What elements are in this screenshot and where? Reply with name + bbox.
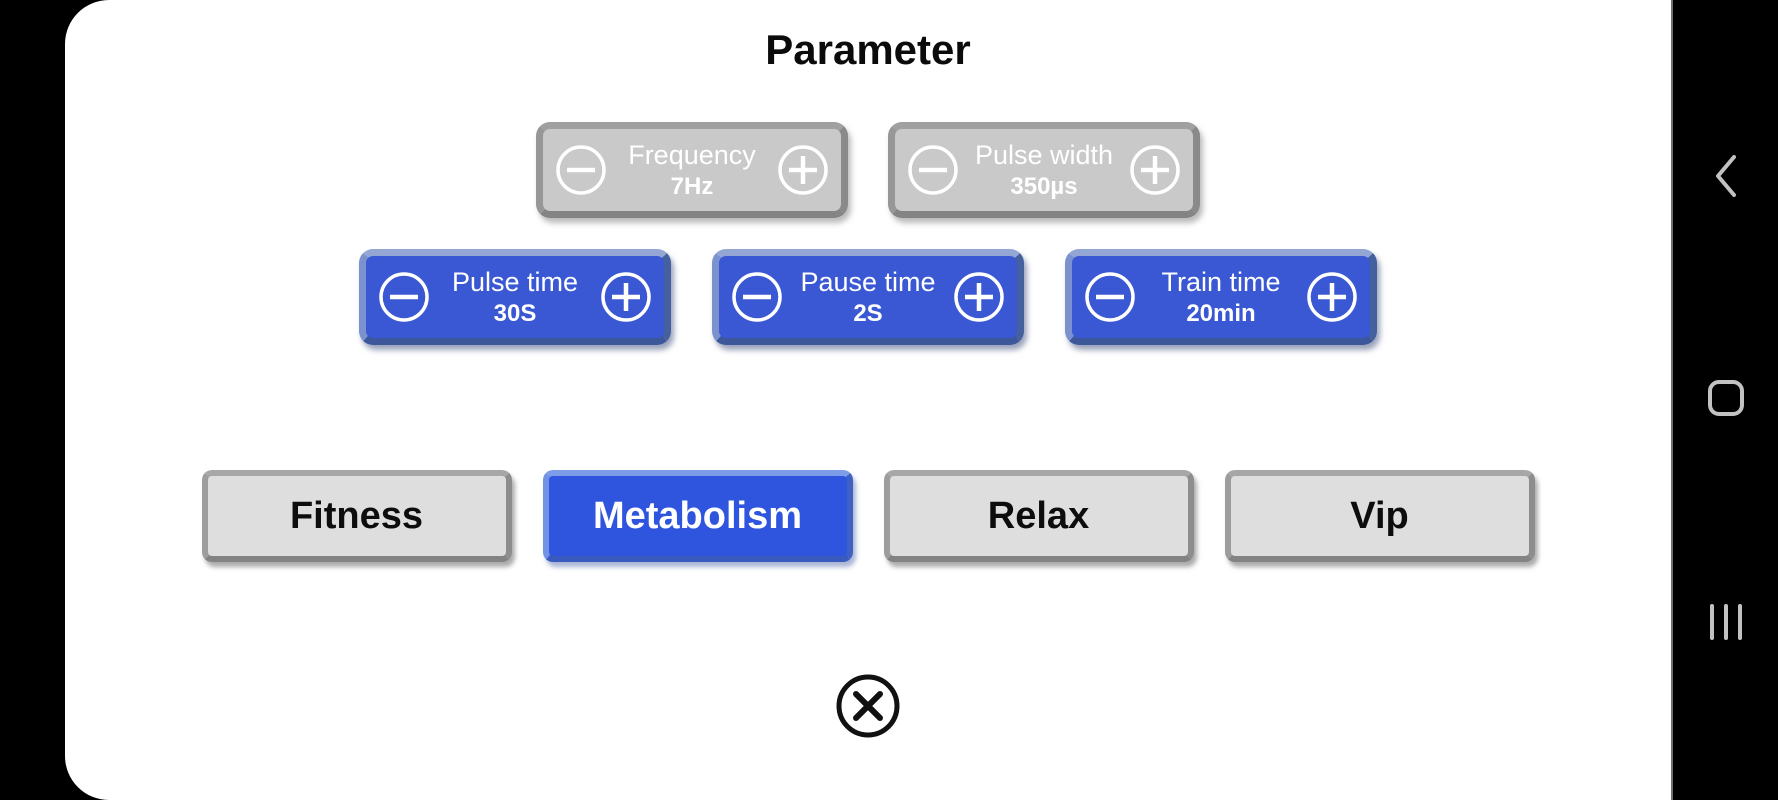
close-icon bbox=[834, 674, 902, 743]
stepper-text: Pause time 2S bbox=[783, 268, 953, 326]
stepper-text: Pulse time 30S bbox=[430, 268, 600, 326]
minus-icon bbox=[907, 144, 959, 196]
stepper-label: Frequency bbox=[628, 140, 756, 170]
mode-button-vip[interactable]: Vip bbox=[1224, 470, 1535, 562]
train-time-stepper: Train time 20min bbox=[1065, 249, 1377, 345]
back-icon bbox=[1714, 155, 1738, 202]
stepper-label: Pulse width bbox=[974, 140, 1114, 170]
recents-button[interactable] bbox=[1709, 604, 1742, 640]
close-button[interactable] bbox=[834, 672, 902, 740]
frequency-plus-button[interactable] bbox=[777, 144, 829, 196]
frequency-stepper: Frequency 7Hz bbox=[536, 122, 848, 218]
stepper-text: Frequency 7Hz bbox=[607, 141, 777, 199]
home-button[interactable] bbox=[1707, 380, 1744, 416]
pulse-width-minus-button[interactable] bbox=[907, 144, 959, 196]
back-button[interactable] bbox=[1714, 153, 1738, 202]
stepper-label: Pulse time bbox=[451, 267, 579, 297]
stepper-value: 350µs bbox=[1010, 173, 1078, 200]
plus-icon bbox=[1129, 144, 1181, 196]
mode-button-fitness[interactable]: Fitness bbox=[201, 470, 512, 562]
stepper-value: 30S bbox=[493, 300, 537, 327]
parameter-dialog: Parameter Frequency 7Hz bbox=[65, 0, 1671, 800]
pulse-time-plus-button[interactable] bbox=[600, 271, 652, 323]
stepper-value: 7Hz bbox=[670, 173, 714, 200]
android-nav-bar bbox=[1671, 0, 1778, 800]
page-title: Parameter bbox=[765, 26, 971, 73]
active-parameter-row: Pulse time 30S Pause time 2S bbox=[65, 249, 1671, 345]
pulse-width-stepper: Pulse width 350µs bbox=[888, 122, 1200, 218]
pause-time-minus-button[interactable] bbox=[731, 271, 783, 323]
stepper-text: Train time 20min bbox=[1136, 268, 1306, 326]
train-time-minus-button[interactable] bbox=[1084, 271, 1136, 323]
stepper-label: Train time bbox=[1161, 267, 1281, 297]
stepper-value: 2S bbox=[853, 300, 883, 327]
pause-time-stepper: Pause time 2S bbox=[712, 249, 1024, 345]
minus-icon bbox=[378, 271, 430, 323]
minus-icon bbox=[555, 144, 607, 196]
recents-icon bbox=[1709, 604, 1742, 640]
plus-icon bbox=[1306, 271, 1358, 323]
home-icon bbox=[1707, 380, 1744, 416]
plus-icon bbox=[777, 144, 829, 196]
plus-icon bbox=[953, 271, 1005, 323]
frequency-minus-button[interactable] bbox=[555, 144, 607, 196]
mode-button-metabolism[interactable]: Metabolism bbox=[542, 470, 853, 562]
pulse-time-stepper: Pulse time 30S bbox=[359, 249, 671, 345]
pause-time-plus-button[interactable] bbox=[953, 271, 1005, 323]
pulse-width-plus-button[interactable] bbox=[1129, 144, 1181, 196]
stepper-label: Pause time bbox=[800, 267, 936, 297]
stepper-value: 20min bbox=[1186, 300, 1256, 327]
plus-icon bbox=[600, 271, 652, 323]
minus-icon bbox=[1084, 271, 1136, 323]
pulse-time-minus-button[interactable] bbox=[378, 271, 430, 323]
disabled-parameter-row: Frequency 7Hz Pulse width 350µs bbox=[65, 122, 1671, 218]
train-time-plus-button[interactable] bbox=[1306, 271, 1358, 323]
stepper-text: Pulse width 350µs bbox=[959, 141, 1129, 199]
mode-button-relax[interactable]: Relax bbox=[883, 470, 1194, 562]
mode-row: Fitness Metabolism Relax Vip bbox=[65, 470, 1671, 562]
minus-icon bbox=[731, 271, 783, 323]
